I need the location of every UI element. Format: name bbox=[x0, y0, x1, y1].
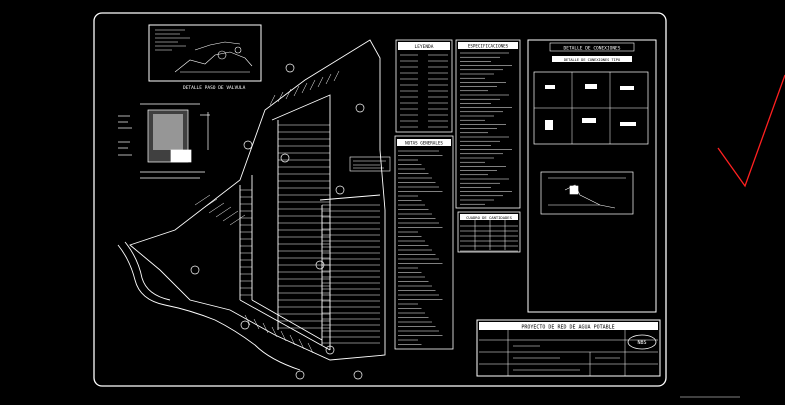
connections-panel: DETALLE DE CONEXIONES DETALLE DE CONEXIO… bbox=[527, 39, 657, 313]
node-marker bbox=[243, 140, 253, 150]
legend-title: LEYENDA bbox=[415, 44, 434, 50]
lot-line bbox=[194, 194, 211, 206]
node-marker bbox=[315, 260, 325, 270]
lot-line bbox=[289, 334, 296, 346]
lot-line bbox=[269, 94, 276, 106]
lot-line bbox=[222, 210, 239, 222]
lot-line bbox=[277, 91, 284, 103]
trench-section bbox=[118, 103, 210, 179]
lot-line bbox=[325, 73, 332, 85]
node-marker bbox=[295, 370, 305, 380]
lot-line bbox=[201, 198, 218, 210]
lot-line bbox=[208, 202, 225, 214]
lot-grid bbox=[194, 70, 380, 354]
node-marker bbox=[355, 103, 365, 113]
lot-line bbox=[309, 79, 316, 91]
connections-title: DETALLE DE CONEXIONES bbox=[564, 46, 621, 52]
lot-line bbox=[293, 85, 300, 97]
lot-line bbox=[215, 206, 232, 218]
titleblock-logo: NBS bbox=[637, 340, 646, 346]
quantities-table: CUADRO DE CANTIDADES bbox=[457, 211, 521, 253]
connections-subtitle: DETALLE DE CONEXIONES TIPO bbox=[564, 58, 620, 62]
lot-line bbox=[244, 314, 251, 326]
check-markup bbox=[717, 74, 785, 188]
node-marker bbox=[325, 345, 335, 355]
valve-detail: DETALLE PASO DE VALVULA bbox=[148, 24, 262, 91]
lot-line bbox=[229, 214, 246, 226]
legend-table: LEYENDA bbox=[395, 39, 453, 133]
lot-line bbox=[333, 70, 340, 82]
lot-line bbox=[262, 322, 269, 334]
title-block: PROYECTO DE RED DE AGUA POTABLE NBS bbox=[476, 319, 661, 377]
node-marker bbox=[240, 320, 250, 330]
lot-line bbox=[285, 88, 292, 100]
lot-line bbox=[280, 330, 287, 342]
lot-line bbox=[298, 338, 305, 350]
titleblock-title: PROYECTO DE RED DE AGUA POTABLE bbox=[521, 325, 614, 331]
node-markers bbox=[190, 63, 365, 380]
lot-line bbox=[271, 326, 278, 338]
node-marker bbox=[353, 370, 363, 380]
plan-callout bbox=[349, 156, 391, 172]
node-marker bbox=[190, 265, 200, 275]
node-marker bbox=[285, 63, 295, 73]
specs-table: ESPECIFICACIONES bbox=[455, 39, 521, 209]
specs-title: ESPECIFICACIONES bbox=[468, 44, 509, 49]
notes-title: NOTAS GENERALES bbox=[405, 141, 443, 146]
lot-line bbox=[253, 318, 260, 330]
quantities-title: CUADRO DE CANTIDADES bbox=[466, 215, 512, 220]
node-marker bbox=[280, 153, 290, 163]
detail-caption: DETALLE PASO DE VALVULA bbox=[183, 85, 246, 91]
lot-line bbox=[317, 76, 324, 88]
sheet-border bbox=[93, 12, 667, 387]
lot-line bbox=[307, 342, 314, 354]
node-marker bbox=[335, 185, 345, 195]
lot-line bbox=[301, 82, 308, 94]
notes-table: NOTAS GENERALES bbox=[394, 135, 454, 350]
